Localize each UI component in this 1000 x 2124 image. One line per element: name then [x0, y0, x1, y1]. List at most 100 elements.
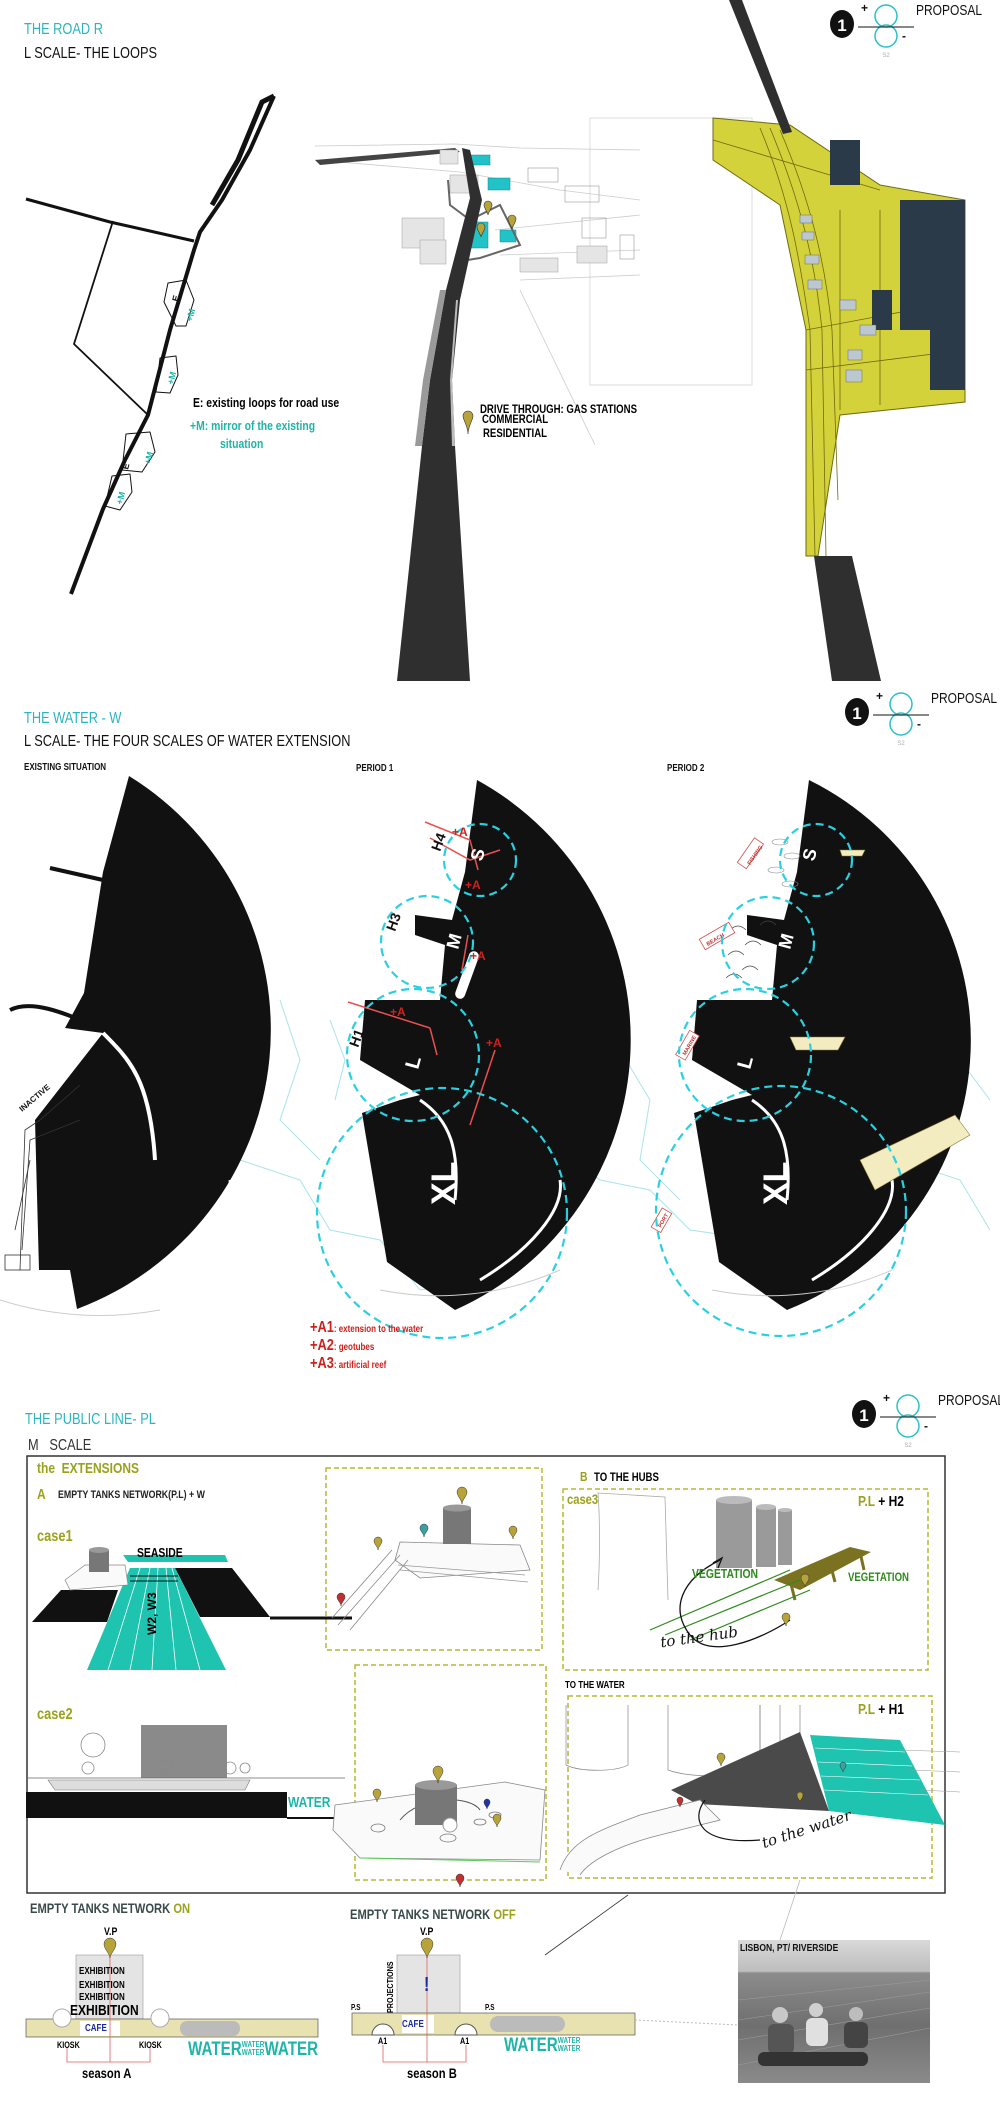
loop-label-m: +M — [114, 491, 127, 506]
svg-text:1: 1 — [852, 704, 861, 723]
scale-label-xl: XL — [425, 1162, 463, 1205]
crane-icon — [4, 1084, 81, 1271]
vegetation-label: VEGETATION — [848, 1570, 909, 1584]
hub-label-h1: H1 — [346, 1027, 367, 1049]
case1-label: case1 — [37, 1528, 73, 1545]
water-subtitle: L SCALE- THE FOUR SCALES OF WATER EXTENS… — [24, 733, 351, 750]
pl-h1-label: P.L + H1 — [858, 1701, 904, 1718]
ps-label: P.S — [485, 2003, 495, 2012]
svg-text:1: 1 — [837, 16, 846, 35]
proposal-badge: 1 + - S2 PROPOSAL — [850, 1390, 1000, 1450]
proposal-number-icon: 1 + - S2 — [830, 1, 914, 58]
legend-item: +A1: extension to the water — [310, 1319, 424, 1336]
exhibition-label-large: EXHIBITION — [70, 2002, 139, 2019]
case1-drawing — [32, 1547, 352, 1671]
pl-h2-label: P.L + H2 — [858, 1493, 904, 1510]
road-perspective — [314, 117, 753, 681]
scale-label-l: L — [402, 1054, 426, 1071]
loop-label-m: +M — [142, 451, 155, 466]
panel-label-existing: EXISTING SITUATION — [24, 762, 107, 773]
case2-drawing — [26, 1725, 355, 1819]
vp-label: V.P — [104, 1926, 118, 1938]
vegetation-label: VEGETATION — [692, 1566, 759, 1581]
water-panel-existing — [0, 776, 271, 1317]
road-subtitle: L SCALE- THE LOOPS — [24, 45, 158, 62]
proposal-number-icon: 1 + - S2 — [852, 1391, 936, 1448]
section-a-letter: A — [37, 1486, 46, 1503]
section-b-title: TO THE HUBS — [594, 1470, 659, 1484]
loop-label-e: E — [120, 462, 131, 470]
legend-existing-loops: E: existing loops for road use — [193, 395, 340, 410]
a1-label: A1 — [460, 2036, 470, 2046]
vp-label: V.P — [420, 1926, 434, 1938]
hub-label-h3: H3 — [383, 911, 404, 933]
svg-text:+: + — [876, 689, 883, 703]
intervention-legend: +A1: extension to the water +A2: geotube… — [310, 1320, 451, 1374]
svg-text:-: - — [924, 1419, 928, 1433]
legend-mirror: +M: mirror of the existing — [190, 418, 316, 433]
cafe-label: CAFE — [85, 2023, 107, 2034]
legend-item: +A2: geotubes — [310, 1337, 375, 1354]
cafe-label: CAFE — [402, 2019, 424, 2030]
case2-detail-drawing — [332, 1780, 546, 1863]
location-pin-icon — [462, 200, 517, 435]
commercial-label: COMMERCIAL — [482, 412, 549, 426]
kiosk-label: KIOSK — [139, 2040, 162, 2050]
panel-label-period-1: PERIOD 1 — [356, 763, 394, 774]
legend-item: +A3: artificial reef — [310, 1355, 387, 1372]
info-exclamation-icon: ! — [424, 1974, 430, 1996]
yellow-aerial-view — [712, 0, 966, 681]
water-panel-period-2 — [650, 780, 971, 1338]
location-pin-icon — [336, 1486, 847, 1888]
proposal-badge: 1 + - S2 PROPOSAL — [828, 0, 998, 60]
photo-caption: LISBON, PT/ RIVERSIDE — [740, 1943, 839, 1954]
svg-text:+: + — [883, 1391, 890, 1405]
scale-label-m: M — [443, 931, 466, 951]
water-title: THE WATER - W — [24, 710, 122, 727]
public-line-title: THE PUBLIC LINE- PL — [25, 1411, 156, 1428]
section-b-letter: B — [580, 1469, 588, 1484]
season-a-label: season A — [82, 2065, 132, 2081]
intervention-label: +A — [465, 878, 481, 892]
road-title: THE ROAD R — [24, 21, 103, 38]
boat-icon — [789, 849, 971, 1191]
season-b-section — [351, 1937, 739, 2063]
scale-label-l: L — [734, 1054, 758, 1071]
exhibition-label: EXHIBITION — [79, 1980, 125, 1991]
legend-mirror-cont: situation — [220, 436, 264, 451]
case2-label: case2 — [37, 1706, 73, 1723]
scale-label: M SCALE — [28, 1437, 92, 1454]
network-off-title: EMPTY TANKS NETWORK OFF — [350, 1906, 516, 1922]
proposal-label: PROPOSAL — [938, 1392, 1000, 1409]
seaside-label: SEASIDE — [137, 1545, 183, 1560]
proposal-label: PROPOSAL — [916, 2, 983, 19]
a1-label: A1 — [378, 2036, 388, 2046]
water-panel-period-1 — [315, 780, 631, 1340]
people-sitting-image — [738, 1979, 930, 2066]
intervention-label: +A — [452, 825, 468, 839]
loop-label-m: +M — [165, 371, 178, 386]
season-a-section — [25, 1937, 319, 2063]
svg-text:-: - — [902, 29, 906, 43]
panel-label-period-2: PERIOD 2 — [667, 763, 705, 774]
road-loops-map: E +M +M +M E +M — [25, 93, 276, 595]
network-on-title: EMPTY TANKS NETWORK ON — [30, 1900, 191, 1916]
kiosk-label: KIOSK — [57, 2040, 80, 2050]
loop-label-e: E — [170, 294, 181, 302]
extensions-frame — [26, 1455, 946, 1894]
fish-icons — [767, 838, 801, 888]
case3-label: case3 — [567, 1491, 599, 1507]
ps-label: P.S — [351, 2003, 361, 2012]
svg-text:S2: S2 — [897, 741, 905, 746]
case1-detail-drawing — [331, 1504, 531, 1631]
loop-label-m: +M — [184, 308, 197, 323]
intervention-label: +A — [470, 949, 486, 963]
to-water-drawing — [544, 1705, 961, 1956]
scale-label-s: S — [467, 846, 489, 863]
proposal-badge: 1 + - S2 PROPOSAL — [843, 688, 1000, 748]
season-b-label: season B — [407, 2065, 457, 2081]
projections-label: PROJECTIONS — [386, 1961, 395, 2013]
